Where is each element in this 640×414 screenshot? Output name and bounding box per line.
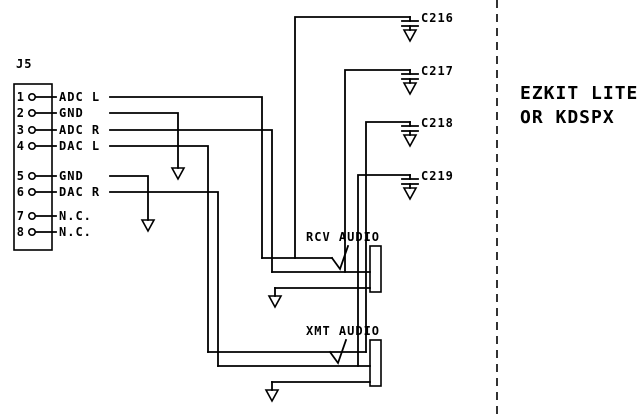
wire-adc-l (109, 96, 263, 259)
pin-number: 7 (17, 209, 24, 223)
jack-plug-icon (369, 245, 382, 293)
jack-label: XMT AUDIO (306, 324, 380, 338)
capacitor-label: C219 (421, 169, 454, 183)
wire-c218 (365, 121, 411, 353)
pin-row: 6 DAC R (17, 185, 100, 199)
ground-icon (170, 167, 186, 181)
ground-arrow (140, 219, 156, 233)
ground-icon (267, 295, 283, 309)
side-note-line1: EZKIT LITE (520, 83, 638, 104)
pin-number: 2 (17, 106, 24, 120)
jack-plug-icon (369, 339, 382, 387)
pin-row: 1 ADC L (17, 90, 100, 104)
pin-row: 5 GND (17, 169, 84, 183)
capacitor-c216: C216 (401, 11, 454, 43)
capacitor-label: C216 (421, 11, 454, 25)
wire-c217 (344, 69, 411, 273)
pin-circle-icon (27, 188, 36, 197)
wire-dac-r (109, 191, 219, 367)
rcv-audio-jack: RCV AUDIO (261, 230, 382, 309)
connector-designator: J5 (16, 57, 32, 71)
capacitor-c219: C219 (401, 169, 454, 201)
ground-icon (402, 82, 418, 96)
pin-number: 4 (17, 139, 24, 153)
capacitor-label: C218 (421, 116, 454, 130)
pin-label: DAC R (59, 185, 100, 199)
wiring (109, 16, 411, 367)
pin-number: 6 (17, 185, 24, 199)
pin-label: N.C. (59, 225, 92, 239)
pin-number: 3 (17, 123, 24, 137)
pin-label: ADC R (59, 123, 100, 137)
ground-arrow (170, 167, 186, 181)
wire-c219 (357, 174, 411, 367)
pin-circle-icon (27, 109, 36, 118)
connector-outline (13, 83, 53, 251)
j5-connector: J5 1 ADC L 2 GND 3 ADC R 4 DAC L 5 (13, 57, 100, 251)
pin-circle-icon (27, 228, 36, 237)
wire-c216 (294, 16, 411, 259)
side-note-line2: OR KDSPX (520, 107, 615, 128)
ground-icon (140, 219, 156, 233)
pin-circle-icon (27, 212, 36, 221)
pin-label: DAC L (59, 139, 100, 153)
pin-row: 4 DAC L (17, 139, 100, 153)
pin-label: ADC L (59, 90, 100, 104)
pin-row: 7 N.C. (17, 209, 92, 223)
pin-circle-icon (27, 93, 36, 102)
wire-gnd-pin2 (109, 112, 179, 169)
pin-circle-icon (27, 126, 36, 135)
pin-row: 8 N.C. (17, 225, 92, 239)
pin-number: 5 (17, 169, 24, 183)
pin-label: GND (59, 169, 84, 183)
side-note: EZKIT LITE OR KDSPX (520, 83, 638, 128)
ground-icon (264, 389, 280, 403)
capacitor-c218: C218 (401, 116, 454, 148)
wire-dac-l (109, 145, 209, 353)
capacitor-label: C217 (421, 64, 454, 78)
pin-number: 1 (17, 90, 24, 104)
ground-icon (402, 134, 418, 148)
ground-icon (402, 29, 418, 43)
xmt-audio-jack: XMT AUDIO (207, 324, 382, 403)
pin-row: 3 ADC R (17, 123, 100, 137)
capacitor-c217: C217 (401, 64, 454, 96)
pin-circle-icon (27, 172, 36, 181)
wire-adc-r (109, 129, 273, 273)
pin-number: 8 (17, 225, 24, 239)
pin-label: GND (59, 106, 84, 120)
wire-gnd-pin5 (109, 175, 149, 221)
pin-circle-icon (27, 142, 36, 151)
pin-label: N.C. (59, 209, 92, 223)
pin-row: 2 GND (17, 106, 84, 120)
jack-contact-spring-icon (328, 338, 348, 365)
jack-label: RCV AUDIO (306, 230, 380, 244)
jack-contact-spring-icon (330, 244, 350, 271)
ground-icon (402, 187, 418, 201)
